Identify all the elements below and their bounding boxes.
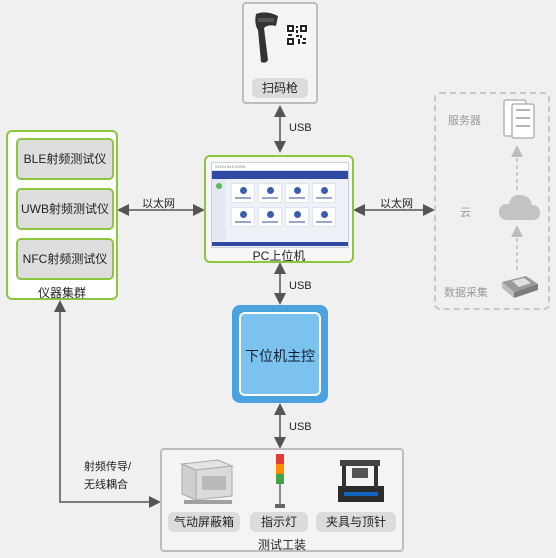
instruments-group-label: 仪器集群 <box>37 286 86 300</box>
pc-label: PC上位机 <box>252 249 306 263</box>
instrument-ble: BLE射频测试仪 <box>16 138 114 180</box>
controller-inner: 下位机主控 <box>239 312 321 396</box>
instrument-uwb: UWB射频测试仪 <box>16 188 114 230</box>
rf-label-line2: 无线耦合 <box>84 479 128 491</box>
server-label: 服务器 <box>448 115 481 127</box>
fixture-item-indicator: 指示灯 <box>250 512 308 532</box>
server-icon <box>503 99 535 139</box>
scanner-panel: 扫码枪 <box>242 2 318 104</box>
fixture-panel: 气动屏蔽箱 指示灯 夹具与顶针 测试工装 <box>160 448 404 552</box>
rf-label-line1: 射频传导/ <box>84 461 132 473</box>
sidebar-play-icon <box>216 183 222 189</box>
usb-label-mid: USB <box>289 280 312 292</box>
pc-window-sidebar <box>212 179 226 241</box>
pc-screen: SLEM BLE/UWB <box>211 162 349 248</box>
pc-window-toolbar <box>212 171 348 179</box>
pc-window-statusbar <box>212 242 348 246</box>
eth-label-right: 以太网 <box>380 198 413 210</box>
data-collect-label: 数据采集 <box>444 287 488 299</box>
link-instruments-fixture <box>54 300 161 508</box>
barcode-scanner-icon <box>255 12 278 63</box>
pc-window-titlebar: SLEM BLE/UWB <box>212 163 348 171</box>
instruments-panel: BLE射频测试仪 UWB射频测试仪 NFC射频测试仪 仪器集群 <box>6 130 118 300</box>
qr-code-icon <box>286 24 308 46</box>
shield-box-icon <box>180 459 234 504</box>
chip-icon <box>502 276 538 298</box>
fixture-item-jig: 夹具与顶针 <box>316 512 396 532</box>
fixture-group-label: 测试工装 <box>257 538 306 552</box>
controller-label: 下位机主控 <box>245 348 315 364</box>
indicator-light-icon <box>275 454 285 508</box>
pc-window-title: SLEM BLE/UWB <box>215 164 246 169</box>
usb-label-bottom: USB <box>289 421 312 433</box>
fixture-jig-icon <box>338 460 384 502</box>
eth-label-left: 以太网 <box>142 198 175 210</box>
pc-panel: SLEM BLE/UWB PC上位机 <box>204 155 354 263</box>
scanner-label: 扫码枪 <box>252 78 308 98</box>
fixture-item-shield-box: 气动屏蔽箱 <box>168 512 240 532</box>
controller-box: 下位机主控 <box>232 305 328 403</box>
cloud-group-panel: 服务器 云 数据采集 <box>434 92 550 310</box>
instrument-nfc: NFC射频测试仪 <box>16 238 114 280</box>
usb-label-top: USB <box>289 122 312 134</box>
cloud-label: 云 <box>460 207 471 219</box>
cloud-icon <box>498 194 540 220</box>
